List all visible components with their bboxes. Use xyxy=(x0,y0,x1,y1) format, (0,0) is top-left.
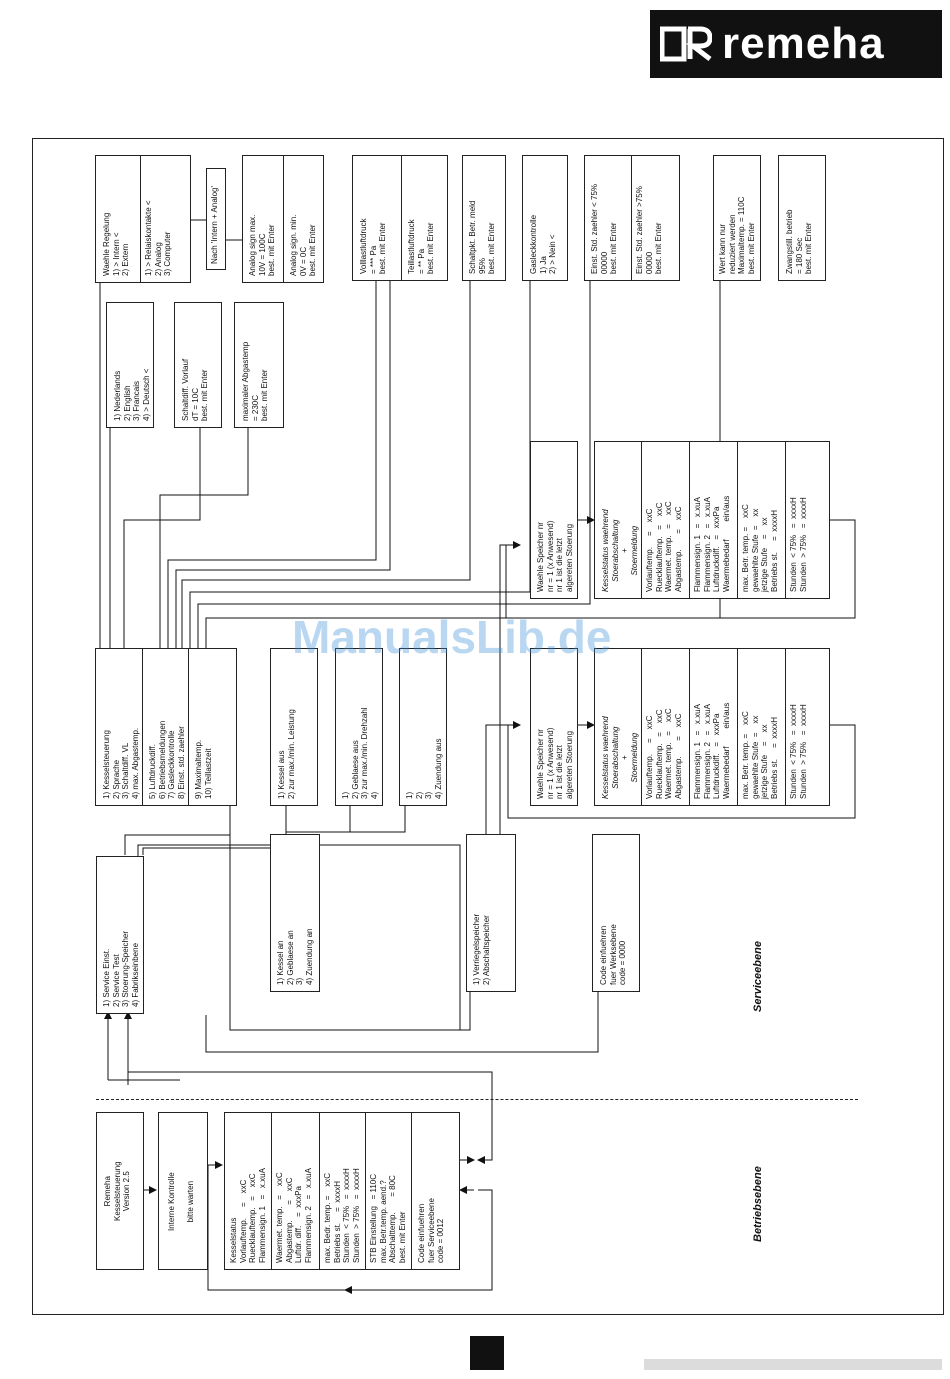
box-schaltdiff: Schaltdiff. Vorlauf dT = 10C best. mit E… xyxy=(174,302,222,428)
footer-bar xyxy=(644,1359,942,1370)
box-gasleckkontrolle: Gasleckkontrolle 1) Ja 2) > Nein < xyxy=(522,155,568,281)
box-kesselstatus: Kesselstatus Vorlauftemp. = xxC Ruecklau… xyxy=(224,1112,460,1270)
box-interne-kontrolle: Interne Kontrolle bitte warten xyxy=(158,1112,208,1270)
box-analog-sign: Analog sign max. 10V = 100C best. mit En… xyxy=(242,155,324,283)
level-divider xyxy=(96,1099,858,1100)
box-kessel-aus: 1) Kessel aus 2) zur max./min. Leistung xyxy=(270,648,318,806)
brand-name: remeha xyxy=(722,19,885,68)
box-nach-intern-analog: Nach 'Intern + Analog' xyxy=(206,168,226,270)
remeha-logo: remeha xyxy=(650,10,942,78)
page-marker xyxy=(470,1336,504,1370)
box-remeha-version: Remeha Kesselsteuerung Version 2.5 xyxy=(96,1112,144,1270)
remeha-logo-mark-icon xyxy=(660,26,712,62)
box-geblaese-aus: 1) 2) Geblaese aus 3) zur max./min. Dreh… xyxy=(335,648,383,806)
box-zuendung-aus: 1) 2) 3) 4) Zuendung aus xyxy=(399,648,447,806)
box-waehle-speicher-top: Waehle Speicher nr nr = 1 (x Anwesend) n… xyxy=(530,441,578,599)
box-zwangsstill: Zwangstill. betrieb = 180 Sec best. mit … xyxy=(778,155,826,281)
label-serviceebene: Serviceebene xyxy=(752,941,764,1012)
diagram-frame xyxy=(32,138,944,1315)
box-waehle-regelung: Waehle Regelung 1) > Intern < 2) Extern … xyxy=(95,155,191,283)
label-betriebsebene: Betriebsebene xyxy=(752,1166,764,1242)
box-kesselstatus-stoer-bottom: Kesselstatus waehrend Stoerabschaltung +… xyxy=(594,648,830,806)
box-service-menu: 1) Service Einst. 2) Service Test 3) Sto… xyxy=(96,856,144,1014)
box-speicher-menu: 1) Verriegelspeicher 2) Abschaltspeicher xyxy=(466,834,516,992)
box-wert-reduziert: Wert kann nur reduziert werden Maximalte… xyxy=(713,155,761,281)
watermark: ManualsLib.de xyxy=(292,611,612,663)
box-schaltpkt: Schaltpkt. Betr. meld 95% best. mit Ente… xyxy=(462,155,506,281)
box-sprache: 1) Nederlands 2) English 3) Francais 4) … xyxy=(106,302,154,428)
box-test-menu: 1) Kessel an 2) Geblaese an 3) 4) Zuendu… xyxy=(270,834,320,992)
box-waehle-speicher-bottom: Waehle Speicher nr nr = 1 (x Anwesend) n… xyxy=(530,648,578,806)
box-kesselstatus-stoer-top: Kesselstatus waehrend Stoerabschaltung +… xyxy=(594,441,830,599)
box-luftdruck: Volllastluftdruck = *** Pa best. mit Ent… xyxy=(352,155,448,281)
box-code-werksebene: Code einfuehren fuer Werksebene code = 0… xyxy=(592,834,640,992)
box-max-abgastemp: maximaler Abgastemp = 230C best. mit Ent… xyxy=(234,302,284,428)
box-einstellungen-menu: 1) Kesselsteuerung 2) Sprache 3) Schaltd… xyxy=(95,648,237,806)
box-std-zaehler: Einst. Std. zaehler < 75% 00000 best. mi… xyxy=(584,155,680,281)
